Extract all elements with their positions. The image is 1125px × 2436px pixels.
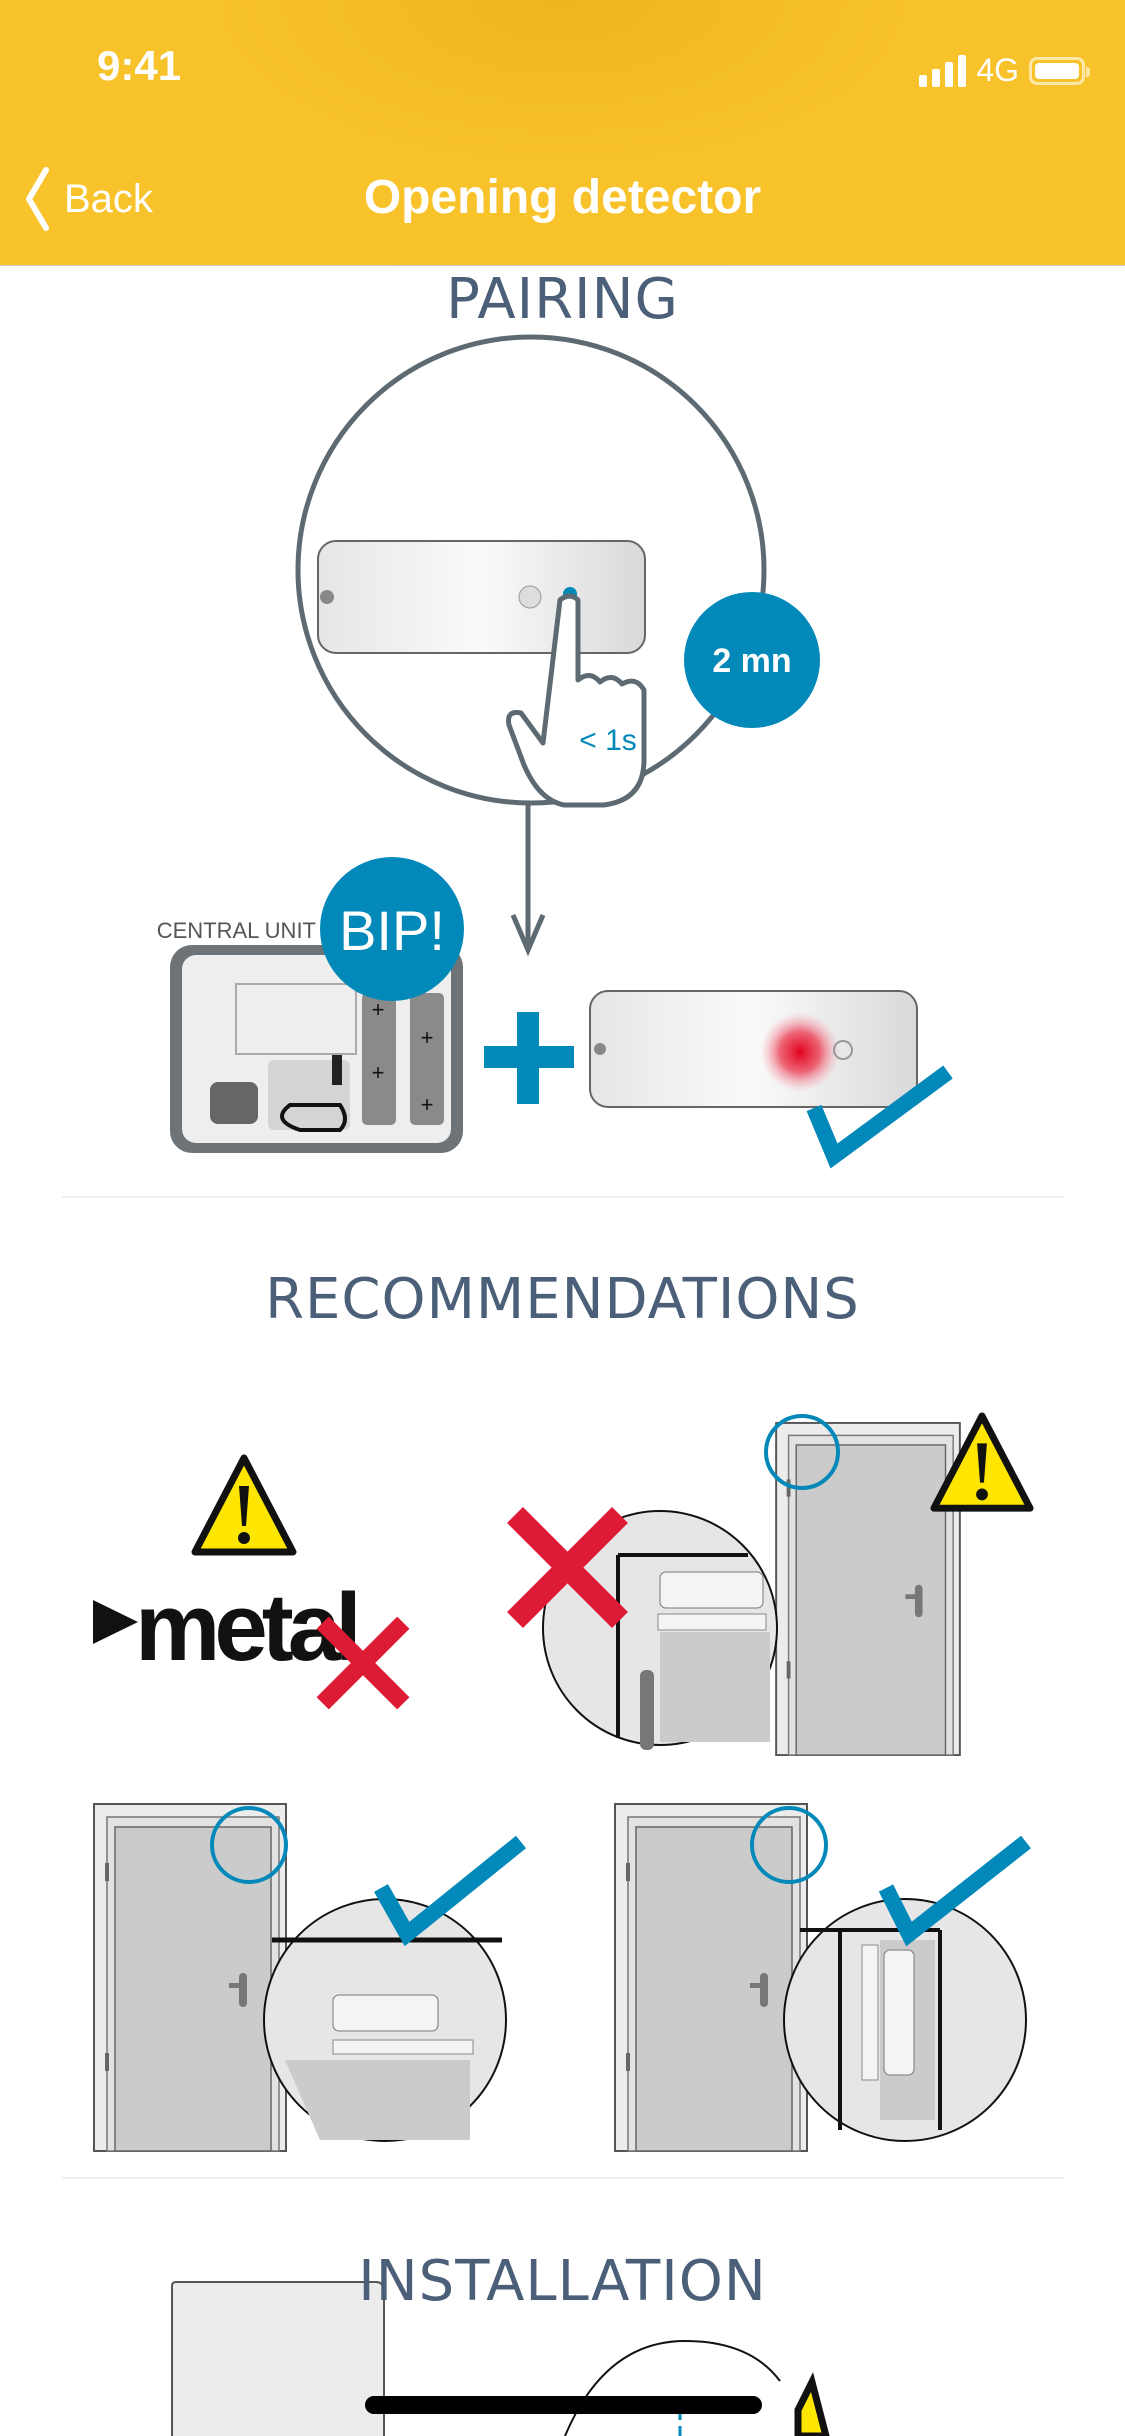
door-correct-horizontal-illustration xyxy=(93,1803,527,2152)
installation-illustration xyxy=(171,2281,830,2436)
press-duration-label: < 1s xyxy=(579,724,637,757)
svg-text:BIP!: BIP! xyxy=(339,899,445,962)
svg-text:+: + xyxy=(372,997,385,1022)
warning-icon xyxy=(195,1458,293,1552)
pairing-zoom-illustration: < 1s xyxy=(295,334,767,957)
nav-header: 9:41 4G Back Opening detector xyxy=(0,0,1125,266)
section-title-recommendations: RECOMMENDATIONS xyxy=(265,1267,860,1332)
back-label: Back xyxy=(64,176,153,221)
checkmark-icon xyxy=(878,1835,1031,1947)
timer-badge: 2 mn xyxy=(684,592,820,728)
home-indicator[interactable] xyxy=(365,2396,762,2414)
plus-icon xyxy=(484,1012,574,1104)
signal-icon xyxy=(919,54,967,87)
chevron-left-icon xyxy=(26,167,49,231)
svg-text:+: + xyxy=(421,1025,434,1050)
warning-metal-illustration: metal xyxy=(93,1458,403,1703)
battery-icon xyxy=(1029,56,1090,85)
page-title: Opening detector xyxy=(363,171,762,224)
checkmark-icon xyxy=(374,1835,527,1947)
back-button[interactable]: Back xyxy=(24,166,153,232)
checkmark-icon xyxy=(806,1065,953,1169)
divider xyxy=(62,2177,1065,2179)
svg-text:2 mn: 2 mn xyxy=(712,642,791,680)
central-unit-label: CENTRAL UNIT xyxy=(157,918,316,943)
door-wrong-position-illustration xyxy=(515,1416,1030,1756)
status-time: 9:41 xyxy=(97,42,182,89)
detector-led-illustration xyxy=(589,990,918,1108)
status-icons: 4G xyxy=(919,52,1090,89)
door-correct-vertical-illustration xyxy=(614,1803,1031,2152)
divider xyxy=(62,1196,1065,1198)
section-title-installation: INSTALLATION xyxy=(358,2249,767,2314)
beep-badge: BIP! xyxy=(320,857,464,1001)
section-title-pairing: PAIRING xyxy=(446,267,679,332)
network-type: 4G xyxy=(976,52,1019,88)
svg-text:+: + xyxy=(372,1060,385,1085)
finger-press-icon xyxy=(506,593,647,808)
svg-text:+: + xyxy=(421,1092,434,1117)
